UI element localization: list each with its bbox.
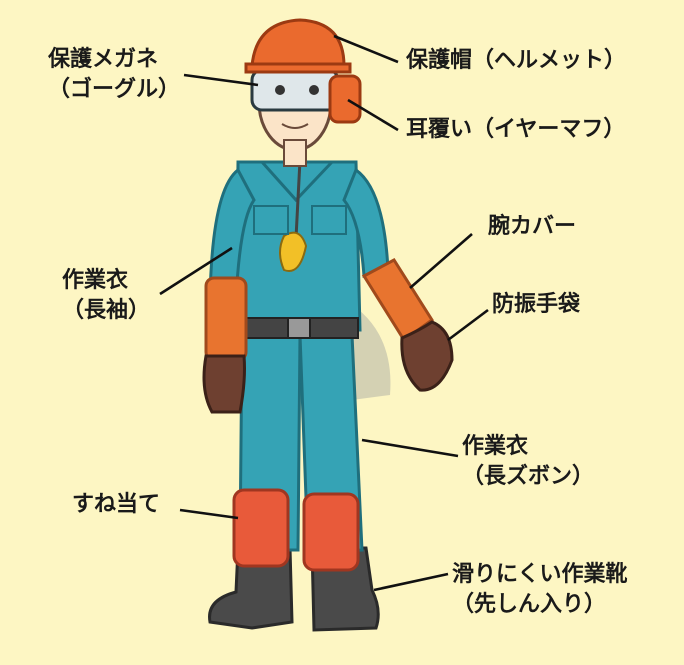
label-shin-guard-line1: すね当て: [72, 492, 161, 517]
label-work-clothes-top: 作業衣 （長袖）: [62, 266, 150, 326]
label-earmuffs-line1: 耳覆い（イヤーマフ）: [406, 117, 626, 142]
helmet-shell: [250, 18, 346, 68]
leader-gloves: [447, 308, 489, 342]
leader-shin-guard: [179, 508, 239, 520]
mouth: [281, 123, 309, 129]
label-gloves-line1: 防振手袋: [492, 292, 581, 317]
label-goggles-line1: 保護メガネ: [48, 47, 159, 72]
chest-pocket-right: [311, 205, 347, 235]
label-work-clothes-bottom: 作業衣 （長ズボン）: [462, 432, 594, 492]
earmuff: [328, 74, 362, 124]
label-earmuffs: 耳覆い（イヤーマフ）: [406, 115, 625, 145]
label-shin-guard: すね当て: [72, 490, 160, 520]
helmet-brim: [244, 62, 352, 74]
leader-work-clothes-bottom: [361, 438, 459, 458]
label-arm-cover-line1: 腕カバー: [488, 214, 577, 239]
label-arm-cover: 腕カバー: [488, 212, 576, 242]
leader-lines: [159, 34, 489, 592]
leader-work-clothes-top: [159, 246, 233, 296]
leader-goggles: [183, 73, 259, 87]
left-glove: [202, 354, 246, 414]
label-boots: 滑りにくい作業靴 （先しん入り）: [452, 560, 628, 620]
label-goggles-line2: （ゴーグル）: [48, 77, 181, 102]
chest-pocket-left: [253, 205, 289, 235]
label-work-clothes-top-line1: 作業衣: [62, 268, 129, 293]
label-boots-line1: 滑りにくい作業靴: [452, 562, 628, 587]
whistle-pendant: [279, 231, 308, 272]
leader-earmuffs: [347, 98, 399, 132]
leader-helmet: [333, 34, 399, 64]
label-work-clothes-bottom-line2: （長ズボン）: [462, 464, 595, 489]
leader-arm-cover: [409, 233, 473, 289]
left-eye: [275, 85, 285, 95]
label-work-clothes-bottom-line1: 作業衣: [462, 434, 529, 459]
neck-strap: [294, 159, 302, 239]
label-work-clothes-top-line2: （長袖）: [62, 298, 151, 323]
label-helmet-line1: 保護帽（ヘルメット）: [406, 48, 627, 73]
shin-guards: [232, 488, 360, 572]
right-arm-cover: [361, 258, 435, 343]
left-arm-cover: [204, 276, 248, 362]
label-goggles: 保護メガネ （ゴーグル）: [48, 45, 180, 105]
leader-boots: [373, 572, 449, 592]
belt-buckle: [287, 317, 311, 339]
neck: [283, 139, 307, 167]
label-helmet: 保護帽（ヘルメット）: [406, 46, 626, 76]
goggles-frame: [250, 68, 340, 112]
label-gloves: 防振手袋: [492, 290, 580, 320]
right-eye: [309, 85, 319, 95]
right-glove: [400, 320, 454, 392]
collar: [260, 160, 334, 203]
label-boots-line2: （先しん入り）: [452, 592, 607, 617]
